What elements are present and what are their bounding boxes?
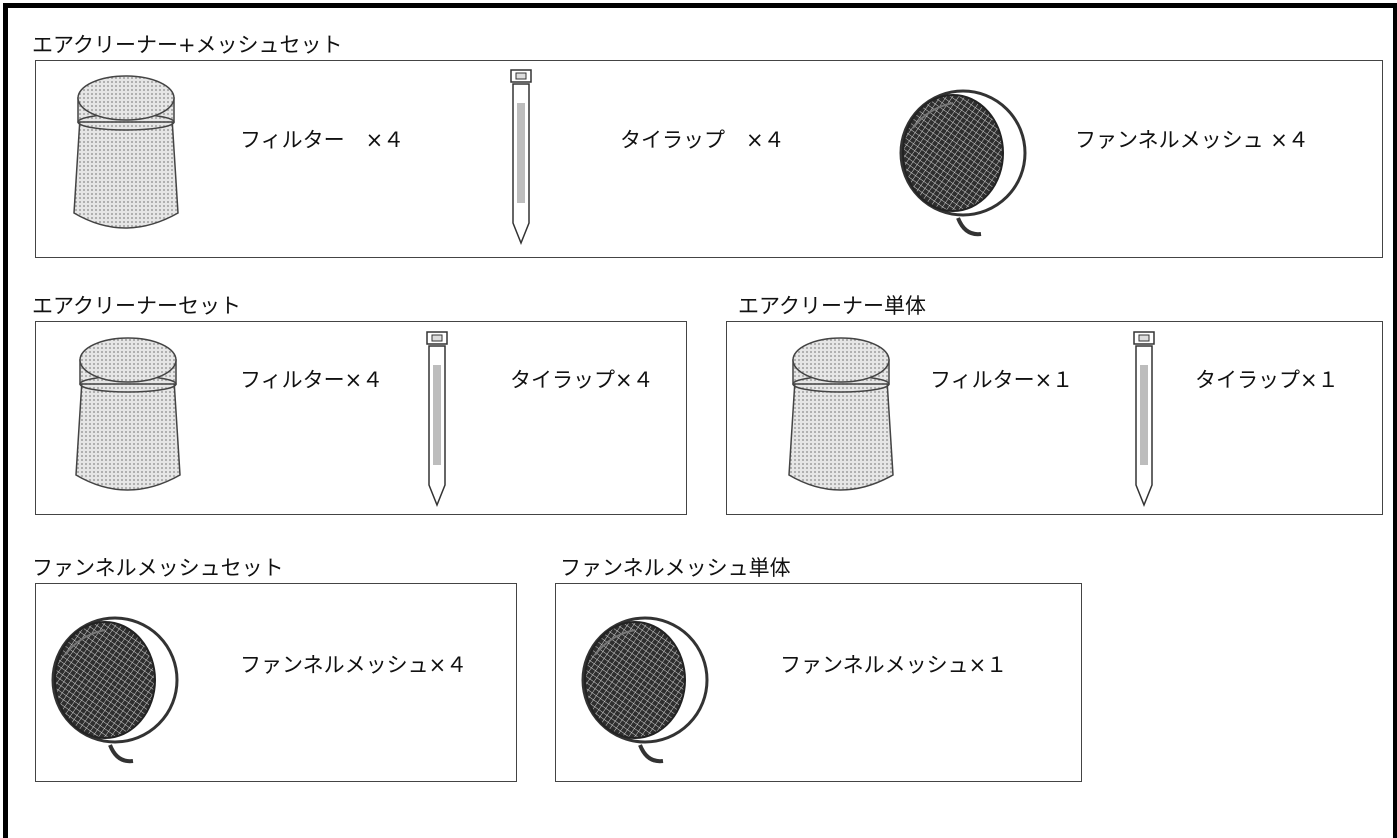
tie-label: タイラップ×１ (1195, 368, 1339, 392)
section-title-mesh-single: ファンネルメッシュ単体 (560, 556, 791, 580)
funnel-mesh-icon (51, 616, 179, 764)
cable-tie-icon (510, 69, 532, 244)
tie-label: タイラップ×４ (510, 368, 654, 392)
air-filter-icon (788, 337, 894, 491)
air-filter-icon (75, 337, 181, 491)
cable-tie-icon (1133, 331, 1155, 506)
section-title-air-mesh-set: エアクリーナー+メッシュセット (32, 33, 343, 57)
tie-label: タイラップ ×４ (620, 128, 785, 152)
filter-label: フィルター ×４ (240, 128, 405, 152)
mesh-label: ファンネルメッシュ ×４ (1075, 128, 1309, 152)
filter-label: フィルター×４ (240, 368, 384, 392)
section-title-air-set: エアクリーナーセット (32, 294, 241, 318)
page-frame (3, 3, 1397, 838)
funnel-mesh-icon (899, 89, 1027, 237)
cable-tie-icon (426, 331, 448, 506)
section-box-air-mesh-set (35, 60, 1383, 258)
filter-label: フィルター×１ (930, 368, 1074, 392)
funnel-mesh-icon (581, 616, 709, 764)
mesh-label: ファンネルメッシュ×１ (780, 653, 1008, 677)
section-title-air-single: エアクリーナー単体 (738, 294, 926, 318)
air-filter-icon (73, 75, 179, 229)
section-title-mesh-set: ファンネルメッシュセット (32, 556, 284, 580)
mesh-label: ファンネルメッシュ×４ (240, 653, 468, 677)
